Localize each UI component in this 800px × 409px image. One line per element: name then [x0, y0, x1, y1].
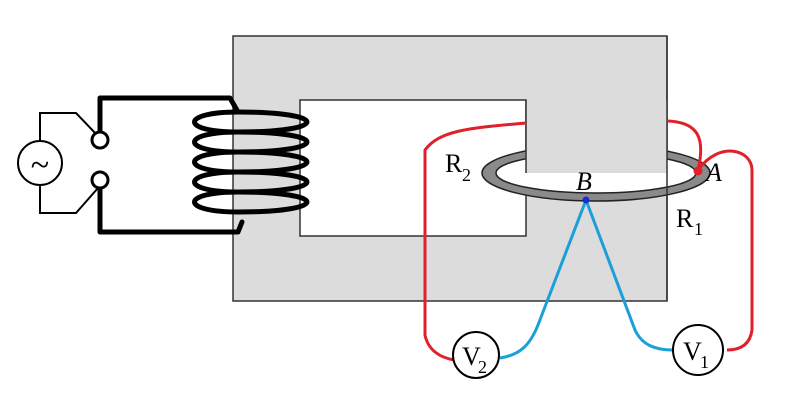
terminal-top [90, 130, 110, 150]
point-b-label: B [576, 167, 592, 196]
voltmeter-2-subscript: 2 [478, 357, 487, 377]
voltmeter-1-label: V [683, 337, 702, 366]
terminal-bottom [90, 170, 110, 190]
point-a-label: A [704, 158, 722, 187]
svg-text:1: 1 [694, 219, 703, 239]
voltmeter-1: V 1 [672, 324, 724, 376]
primary-wires [97, 95, 245, 235]
voltmeter-2-label: V [462, 342, 481, 371]
svg-text:R: R [445, 149, 463, 178]
svg-text:2: 2 [462, 165, 471, 185]
voltmeter-1-subscript: 1 [700, 352, 709, 372]
primary-coil [192, 109, 310, 215]
core-leg-front [526, 100, 667, 173]
red-wires [423, 119, 754, 362]
point-b-dot [582, 196, 590, 204]
point-a-dot [693, 166, 703, 176]
ac-source-symbol: ~ [31, 147, 49, 184]
resistor-1-label: R 1 [676, 204, 703, 239]
resistor-2-label: R 2 [445, 149, 471, 185]
svg-text:R: R [676, 204, 694, 233]
ac-source: ~ [17, 112, 99, 214]
blue-wires [499, 199, 674, 360]
voltmeter-2: V 2 [452, 331, 500, 379]
